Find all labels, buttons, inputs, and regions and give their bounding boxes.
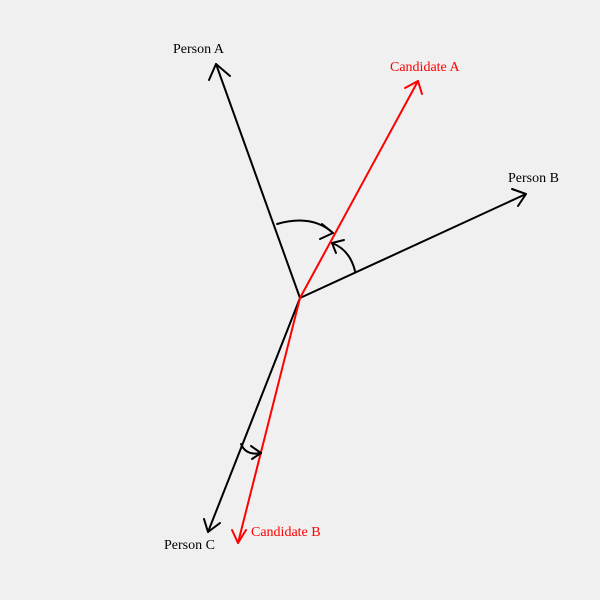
person-a-label: Person A: [173, 42, 225, 57]
candidate-b-arrowhead: [231, 529, 247, 544]
angle-arc-person-a-arrowhead: [319, 223, 334, 240]
candidate-a-arrowhead: [404, 80, 423, 95]
candidate-b-vector: [237, 297, 301, 544]
person-c-vector: [207, 297, 301, 533]
person-a-arrowhead: [208, 63, 231, 81]
person-c-arrowhead: [203, 518, 221, 533]
person-a-vector: [215, 63, 301, 299]
angle-arc-person-b-candidate-a: [331, 242, 356, 272]
candidate-a-vector: [299, 80, 419, 299]
angle-arc-person-b-arrowhead: [331, 239, 345, 254]
person-b-label: Person B: [508, 171, 559, 186]
person-b-arrowhead: [511, 188, 527, 207]
person-b-vector: [299, 193, 527, 299]
angle-arc-person-c-arrowhead: [250, 445, 262, 460]
candidate-a-label: Candidate A: [390, 60, 460, 75]
candidate-b-label: Candidate B: [251, 525, 321, 540]
person-c-label: Person C: [164, 538, 215, 553]
angle-arc-person-c-candidate-b: [240, 443, 262, 455]
